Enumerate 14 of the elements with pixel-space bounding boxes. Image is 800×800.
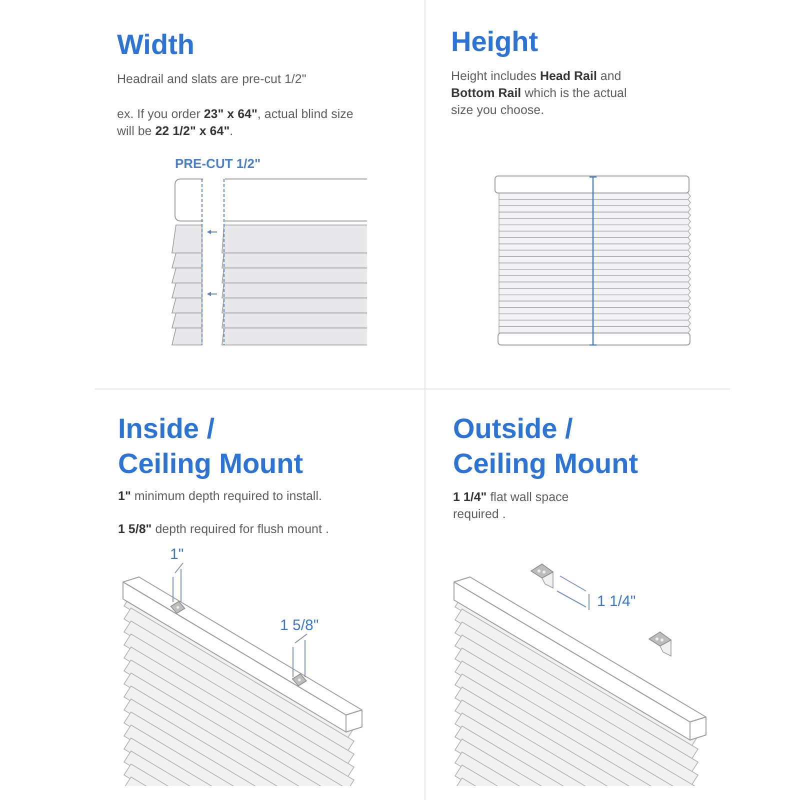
description-text: ex. If you order 23" x 64", actual blind size will be 22 1/2" x 64".: [117, 106, 354, 140]
description-text: 1 5/8" depth required for flush mount .: [118, 521, 330, 538]
dimension-label: PRE-CUT 1/2": [175, 156, 261, 172]
panel-heading: Inside / Ceiling Mount: [118, 412, 304, 481]
panel-heading: Width: [117, 28, 196, 62]
dimension-label: 1 5/8": [280, 617, 319, 635]
description-text: Headrail and slats are pre-cut 1/2": [117, 71, 308, 88]
panel-heading: Height: [451, 25, 540, 59]
panel-heading: Outside / Ceiling Mount: [453, 412, 640, 481]
dimension-label: 1 1/4": [597, 593, 636, 611]
description-text: Height includes Head Rail and Bottom Rail which is the actual size you choose.: [451, 68, 628, 119]
description-text: 1 1/4" flat wall space required .: [453, 489, 570, 523]
dimension-label: 1": [170, 546, 184, 564]
description-text: 1" minimum depth required to install.: [118, 488, 323, 505]
